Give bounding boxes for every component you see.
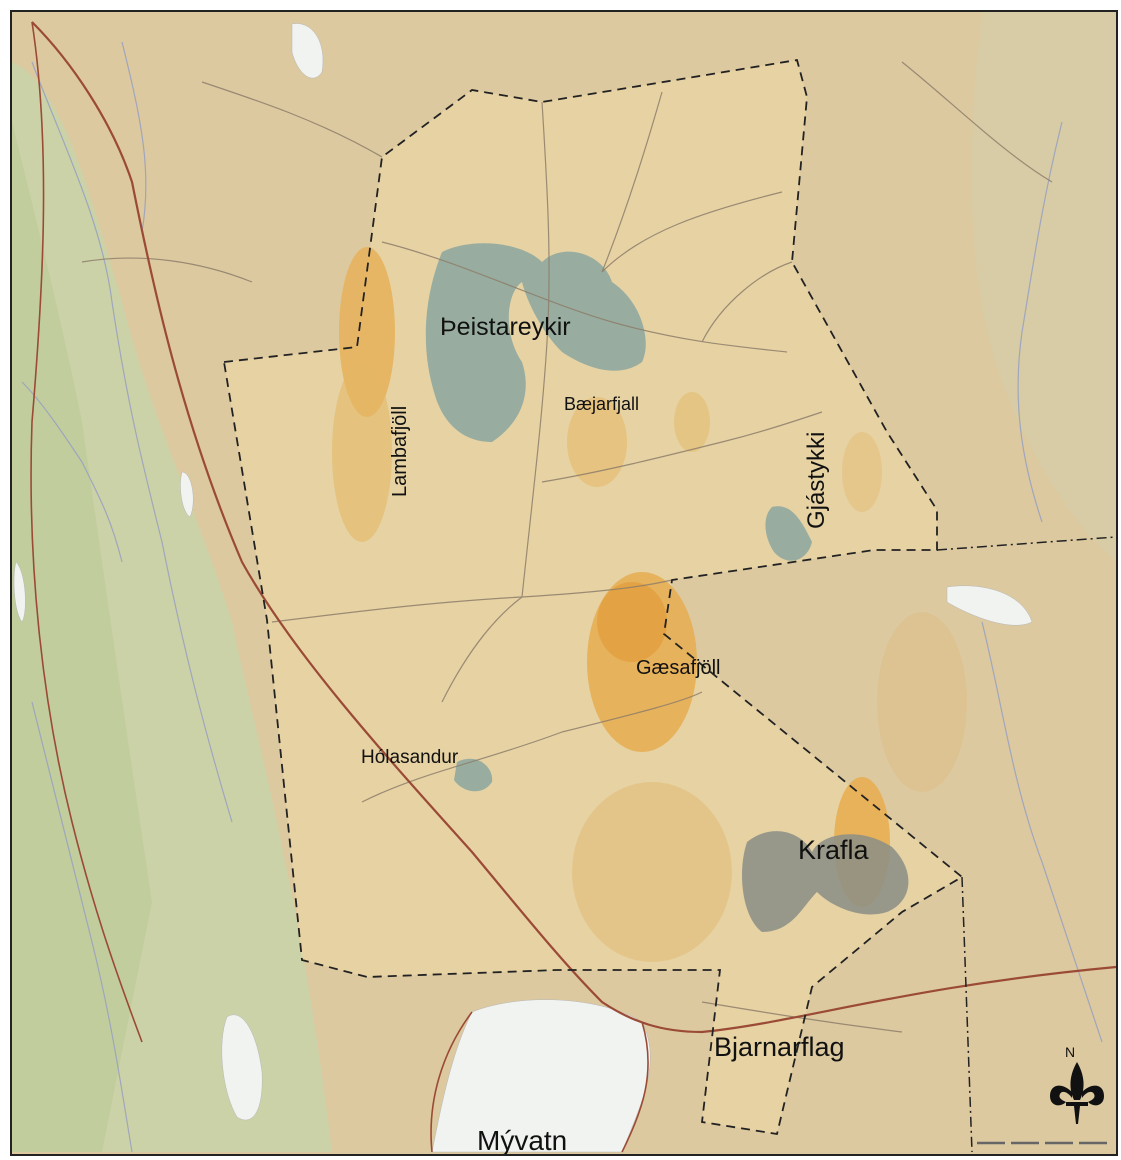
geothermal-gjastykki [765, 506, 812, 561]
map-frame: Þeistareykir Bæjarfjall Lambafjöll Gjást… [10, 10, 1118, 1156]
secondary-road [30, 21, 143, 1043]
lakes [13, 23, 1033, 1153]
eastern-lowland [971, 12, 1116, 562]
north-letter: N [1065, 1044, 1075, 1060]
western-valley [12, 122, 152, 1152]
relief-highlights [332, 247, 967, 962]
lake-west [221, 1014, 263, 1121]
geothermal-theistareykir [425, 243, 646, 442]
main-road [31, 21, 1116, 1034]
label-krafla: Krafla [798, 835, 870, 865]
streams [21, 41, 1103, 1153]
north-arrow: N [1050, 1044, 1104, 1124]
label-myvatn: Mývatn [477, 1125, 567, 1154]
label-lambafjoll: Lambafjöll [389, 406, 411, 497]
map-canvas[interactable]: Þeistareykir Bæjarfjall Lambafjöll Gjást… [12, 12, 1116, 1154]
label-holasandur: Hólasandur [361, 747, 459, 768]
geothermal-holasandur [454, 758, 493, 792]
administrative-boundary [936, 536, 1116, 1153]
label-gjastykki: Gjástykki [803, 432, 830, 529]
road-lake-loop [430, 1011, 649, 1153]
study-area-boundary [222, 58, 964, 1136]
label-baejarfjall: Bæjarfjall [564, 394, 639, 414]
label-gaesafjoll: Gæsafjöll [636, 657, 720, 679]
geothermal-krafla [742, 831, 909, 932]
label-bjarnarflag: Bjarnarflag [714, 1032, 845, 1062]
fleur-de-lis-icon [1050, 1062, 1104, 1124]
label-theistareykir: Þeistareykir [440, 313, 571, 341]
